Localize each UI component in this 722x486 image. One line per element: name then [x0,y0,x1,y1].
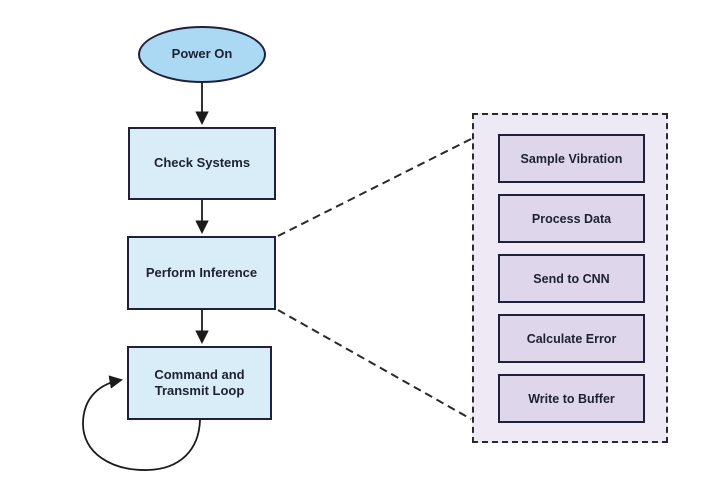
panel-step-process-data: Process Data [498,194,645,243]
node-check-systems: Check Systems [128,127,276,200]
node-command-transmit-loop-label: Command and Transmit Loop [154,366,245,398]
zoom-line-bottom [277,309,472,420]
panel-step-calculate-error: Calculate Error [498,314,645,363]
node-check-systems-label: Check Systems [153,155,251,171]
node-perform-inference-label: Perform Inference [145,264,258,280]
panel-step-label: Sample Vibration [520,151,623,166]
node-command-transmit-loop: Command and Transmit Loop [127,346,272,420]
panel-step-write-to-buffer: Write to Buffer [498,374,645,423]
panel-step-label: Write to Buffer [528,391,615,406]
inference-detail-panel: Sample Vibration Process Data Send to CN… [472,113,668,443]
panel-step-label: Process Data [531,211,612,226]
node-power-on-label: Power On [171,46,233,62]
panel-step-sample-vibration: Sample Vibration [498,134,645,183]
panel-step-label: Send to CNN [533,271,610,286]
node-power-on: Power On [138,26,266,83]
panel-step-label: Calculate Error [526,331,617,346]
node-perform-inference: Perform Inference [127,236,276,310]
zoom-line-top [277,138,472,237]
panel-step-send-to-cnn: Send to CNN [498,254,645,303]
